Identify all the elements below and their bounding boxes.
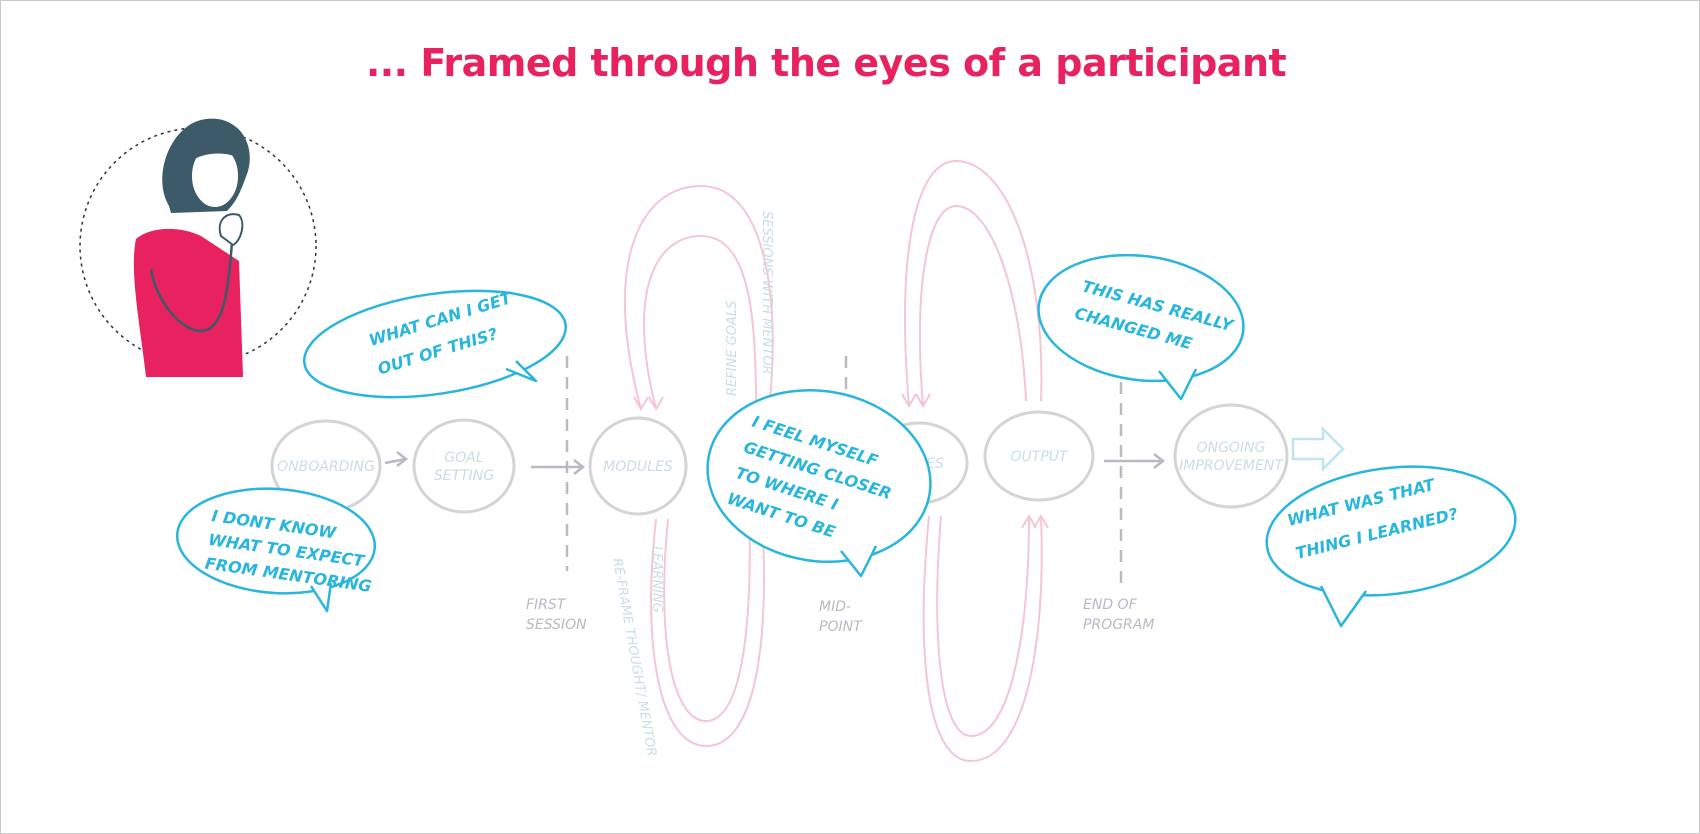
avatar-hand (218, 213, 244, 247)
bubble-tail (309, 582, 333, 613)
loop-path (922, 515, 1043, 763)
loop-arrowhead (1021, 514, 1037, 529)
loop-arrowhead (633, 396, 649, 411)
bubble-tail (505, 360, 538, 383)
bubble-outline (1037, 253, 1245, 383)
stage-circle (1173, 403, 1289, 509)
marker-label-end-of-program-line: END OF (1083, 597, 1138, 613)
stage-label-modules-line: MODULES (603, 459, 673, 475)
stage-circle (588, 416, 688, 516)
flow-arrowhead (396, 451, 409, 467)
stage-circle (983, 410, 1095, 502)
bubble-tail (1158, 368, 1198, 401)
stage-label-goal-setting-line: SETTING (434, 468, 494, 484)
loop-label-learning: LEARNING (649, 546, 664, 613)
speech-bubble-closer: I FEEL MYSELFGETTING CLOSERTO WHERE IWAN… (706, 388, 932, 578)
marker-label-end-of-program: END OF PROGRAM (1083, 597, 1154, 633)
bubble-tail (1319, 585, 1368, 628)
loop-arrowhead (901, 393, 917, 408)
marker-label-first-session-line: SESSION (526, 617, 587, 633)
feedback-loops (623, 159, 1049, 763)
stage-label-output: OUTPUT (1010, 449, 1069, 465)
bubble-outline (706, 388, 932, 564)
stage-onboarding: ONBOARDING (270, 419, 382, 513)
bubble-tail (840, 545, 878, 578)
stage-label-ongoing-improvement-line: IMPROVEMENT (1179, 458, 1284, 474)
speech-bubble-dont-know: I DONT KNOWWHAT TO EXPECTFROM MENTORING (175, 487, 377, 613)
loop-path (643, 234, 757, 410)
loop-label-sessions-with-mentor: SESSIONS WITH MENTOR (759, 211, 774, 375)
page-title: ... Framed through the eyes of a partici… (365, 41, 1287, 85)
marker-label-mid-point-line: POINT (819, 619, 863, 635)
speech-bubble-what-can-i-get: WHAT CAN I GETOUT OF THIS? (302, 288, 568, 399)
stage-label-modules: MODULES (603, 459, 673, 475)
avatar-bangs (191, 137, 243, 161)
loop-label-refine-goals: REFINE GOALS (725, 301, 740, 396)
loop-path (663, 505, 751, 723)
loop-label-learning-line: LEARNING (649, 546, 664, 613)
loop-arrowhead (648, 396, 664, 411)
stage-label-ongoing-improvement: ONGOING IMPROVEMENT (1179, 440, 1284, 474)
loop-path (936, 515, 1030, 738)
flow-arrowhead (573, 459, 586, 475)
marker-label-first-session: FIRST SESSION (526, 597, 587, 633)
speech-bubbles: WHAT CAN I GETOUT OF THIS? I DONT KNOWWHA… (175, 253, 1517, 628)
avatar-arm (149, 228, 235, 333)
stage-goal-setting: GOAL SETTING (412, 418, 516, 514)
bubble-outline (302, 289, 568, 399)
loop-arrowhead (1033, 514, 1049, 529)
stage-modules: MODULES (588, 416, 688, 516)
stage-label-output-line: OUTPUT (1010, 449, 1069, 465)
loop-label-refine-goals-line: REFINE GOALS (725, 301, 740, 396)
journey-stages: ONBOARDINGGOALSETTINGMODULES…ULESOUTPUTO… (270, 403, 1345, 516)
person-thinking-icon (79, 118, 317, 377)
speech-bubble-what-was: WHAT WAS THATTHING I LEARNED? (1265, 465, 1517, 628)
stage-circle (412, 418, 516, 514)
loop-path (904, 159, 1043, 407)
stage-ongoing-improvement: ONGOING IMPROVEMENT (1173, 403, 1289, 509)
bubble-outline (175, 487, 377, 595)
marker-label-end-of-program-line: PROGRAM (1083, 617, 1154, 633)
stage-label-onboarding-line: ONBOARDING (277, 459, 375, 475)
loop-arrowhead (915, 393, 931, 408)
stage-label-ongoing-improvement-line: ONGOING (1197, 440, 1266, 456)
loop-path (623, 184, 774, 410)
marker-label-first-session-line: FIRST (526, 597, 567, 613)
loop-path (919, 204, 1027, 407)
loop-label-sessions-with-mentor-line: SESSIONS WITH MENTOR (759, 211, 774, 375)
speech-bubble-changed: THIS HAS REALLYCHANGED ME (1037, 253, 1245, 401)
flow-arrowhead (1153, 453, 1166, 469)
marker-label-mid-point-line: MID- (819, 599, 851, 615)
loop-path (650, 500, 765, 748)
flow-arrow (384, 457, 407, 465)
stage-label-goal-setting: GOAL SETTING (434, 450, 494, 484)
avatar-shirt (133, 228, 243, 377)
stage-label-onboarding: ONBOARDING (277, 459, 375, 475)
stage-label-goal-setting-line: GOAL (444, 450, 483, 466)
stage-output: OUTPUT (983, 410, 1095, 502)
continue-arrow-icon (1291, 425, 1345, 473)
bubble-outline (1265, 465, 1517, 597)
marker-label-mid-point: MID- POINT (819, 599, 863, 635)
